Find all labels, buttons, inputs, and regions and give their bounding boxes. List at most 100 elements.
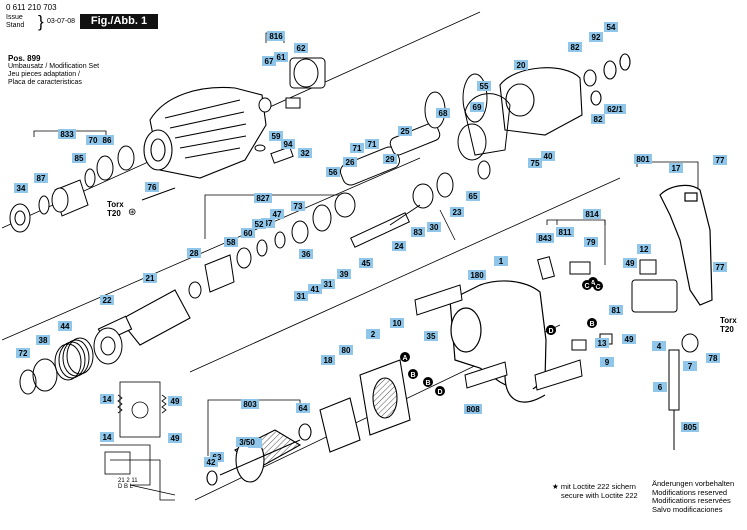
callout-number: 73 xyxy=(294,202,303,211)
callout-box xyxy=(424,331,438,341)
callout-67: 67 xyxy=(262,56,276,66)
torx-note-2: Torx T20 xyxy=(720,316,737,334)
callout-29: 29 xyxy=(383,154,397,164)
callout-box xyxy=(466,191,480,201)
callout-number: 78 xyxy=(709,354,718,363)
callout-number: 12 xyxy=(640,245,649,254)
callout-62: 62 xyxy=(294,43,308,53)
connector-letter: D xyxy=(548,328,553,335)
callout-49: 49 xyxy=(622,334,636,344)
callout-box xyxy=(308,284,322,294)
callout-box xyxy=(583,209,601,219)
callout-number: 801 xyxy=(636,155,650,164)
callout-number: 32 xyxy=(301,149,310,158)
callout-box xyxy=(339,345,353,355)
callout-box xyxy=(600,357,614,367)
callout-30: 30 xyxy=(427,222,441,232)
callout-box xyxy=(652,341,666,351)
document-number: 0 611 210 703 xyxy=(6,3,57,12)
callout-number: 82 xyxy=(594,115,603,124)
callout-38: 38 xyxy=(36,335,50,345)
callout-number: 26 xyxy=(346,158,355,167)
callout-number: 92 xyxy=(592,33,601,42)
callout-number: 13 xyxy=(598,339,607,348)
callout-box xyxy=(294,43,308,53)
callout-box xyxy=(556,227,574,237)
callout-box xyxy=(536,233,554,243)
callout-180: 180 xyxy=(468,270,486,280)
connector-letter: B xyxy=(589,321,594,328)
callout-number: 55 xyxy=(480,82,489,91)
connector-letter: B xyxy=(410,372,415,379)
callout-number: 30 xyxy=(430,223,439,232)
callout-87: 87 xyxy=(34,173,48,183)
callout-number: 68 xyxy=(439,109,448,118)
callout-box xyxy=(365,139,379,149)
stand-label: Stand xyxy=(6,22,25,29)
callout-number: 45 xyxy=(362,259,371,268)
callout-number: 85 xyxy=(75,154,84,163)
callout-21: 21 xyxy=(143,273,157,283)
callout-number: 20 xyxy=(517,61,526,70)
callout-box xyxy=(261,218,275,228)
callout-number: 49 xyxy=(625,335,634,344)
callout-box xyxy=(236,437,258,447)
circuit-diagram xyxy=(100,381,176,501)
callout-box xyxy=(411,227,425,237)
callout-box xyxy=(366,329,380,339)
callout-box xyxy=(609,305,623,315)
callout-64: 64 xyxy=(296,403,310,413)
callout-box xyxy=(683,361,697,371)
callout-18: 18 xyxy=(321,355,335,365)
callout-62/1: 62/1 xyxy=(604,104,626,114)
callout-box xyxy=(86,135,100,145)
callout-number: 58 xyxy=(227,238,236,247)
figure-label: Fig./Abb. 1 xyxy=(80,14,158,29)
callout-box xyxy=(436,108,450,118)
callout-14: 14 xyxy=(100,432,114,442)
callout-box xyxy=(296,403,310,413)
callout-number: 62 xyxy=(297,44,306,53)
callout-box xyxy=(494,256,508,266)
cable-6 xyxy=(668,333,699,450)
callout-number: 2 xyxy=(371,330,376,339)
callout-number: 833 xyxy=(60,130,74,139)
callout-78: 78 xyxy=(706,353,720,363)
callout-92: 92 xyxy=(589,32,603,42)
callout-box xyxy=(224,237,238,247)
callout-box xyxy=(398,126,412,136)
callout-79: 79 xyxy=(584,237,598,247)
reserved-fr: Modifications reservées xyxy=(652,496,731,505)
callout-26: 26 xyxy=(343,157,357,167)
sleeve-67-61-62 xyxy=(258,57,326,113)
position-title: Pos. 899 xyxy=(8,54,41,63)
torx-label-1: Torx xyxy=(107,200,124,209)
callout-box xyxy=(14,183,28,193)
modification-line-2: Jeu pieces adaptation / xyxy=(8,71,80,78)
callout-number: 34 xyxy=(17,184,26,193)
issue-label: Issue xyxy=(6,14,23,21)
callout-71: 71 xyxy=(350,143,364,153)
callout-box xyxy=(34,173,48,183)
fan-baffle-64 xyxy=(298,397,361,453)
callout-number: 71 xyxy=(353,144,362,153)
torx-size-2: T20 xyxy=(720,325,734,334)
callout-box xyxy=(634,154,652,164)
callout-803: 803 xyxy=(241,399,259,409)
callout-number: 65 xyxy=(469,192,478,201)
gear-housing-20 xyxy=(499,53,631,136)
connector-a xyxy=(400,352,410,362)
striker-group xyxy=(188,192,356,299)
callout-number: 31 xyxy=(324,280,333,289)
nameplates xyxy=(414,284,583,391)
callout-number: 38 xyxy=(39,336,48,345)
terminal-labels: 21 2 11 D B L xyxy=(118,478,138,490)
callout-number: 14 xyxy=(103,395,112,404)
callout-box xyxy=(464,404,482,414)
callout-number: 24 xyxy=(395,242,404,251)
reserved-es: Salvo modificaciones xyxy=(652,504,723,514)
switch-parts xyxy=(254,144,294,164)
callout-number: 42 xyxy=(207,458,216,467)
callout-box xyxy=(281,139,295,149)
